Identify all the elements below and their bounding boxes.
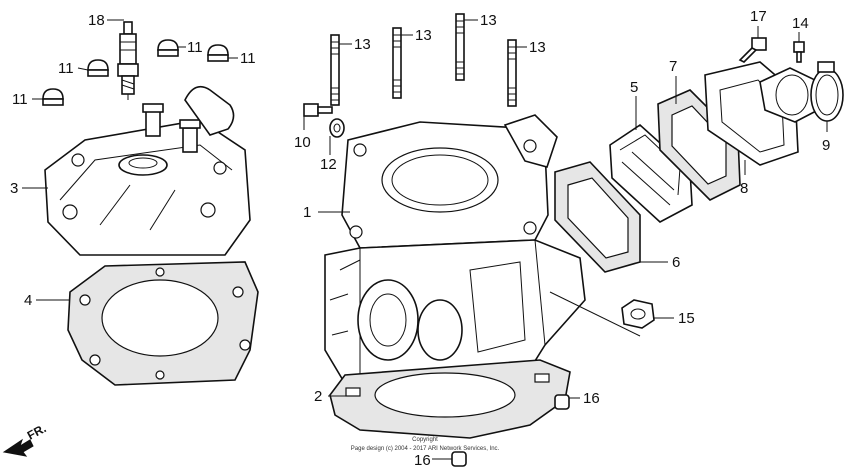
- cylinder: [324, 114, 586, 393]
- callout-18: 18: [88, 12, 105, 29]
- callout-1: 1: [303, 204, 311, 221]
- dowel-pin: [451, 451, 467, 467]
- callout-9: 9: [822, 137, 830, 154]
- callout-11: 11: [187, 39, 203, 56]
- callout-12: 12: [320, 156, 337, 173]
- callout-11: 11: [58, 60, 74, 77]
- stud: [507, 39, 517, 107]
- callout-17: 17: [750, 8, 767, 25]
- callout-11: 11: [240, 50, 256, 67]
- front-arrow-icon: [2, 438, 34, 457]
- callout-15: 15: [678, 310, 695, 327]
- nut-15: [621, 299, 655, 329]
- stud: [392, 27, 402, 99]
- callout-labels: 18 11 11 11 11 3 4 13 13 13 13 10 12 1 2…: [10, 8, 830, 469]
- stud: [455, 13, 465, 81]
- stud: [330, 34, 340, 106]
- callout-4: 4: [24, 292, 32, 309]
- intake-manifold: [704, 61, 819, 166]
- bolt: [303, 103, 333, 117]
- callout-13: 13: [480, 12, 497, 29]
- front-label: FR.: [25, 421, 49, 442]
- callout-13: 13: [529, 39, 546, 56]
- hose-clamp: [810, 61, 844, 122]
- cylinder-head: [44, 85, 251, 256]
- copyright-text: Page design (c) 2004 - 2017 ARI Network …: [351, 446, 500, 452]
- callout-10: 10: [294, 134, 311, 151]
- spark-plug: [117, 21, 139, 100]
- callout-11: 11: [12, 91, 28, 108]
- callout-13: 13: [415, 27, 432, 44]
- cap-nut: [157, 39, 179, 57]
- cap-nut: [87, 59, 109, 77]
- callout-7: 7: [669, 58, 677, 75]
- base-gasket: [329, 359, 571, 439]
- bolt-17: [738, 37, 767, 63]
- intake-gasket: [657, 89, 741, 201]
- callout-14: 14: [792, 15, 809, 32]
- washer: [329, 118, 345, 138]
- cap-nut: [42, 88, 64, 106]
- callout-2: 2: [314, 388, 322, 405]
- dowel-pin: [554, 394, 570, 410]
- leader-lines: [22, 19, 828, 460]
- callout-8: 8: [740, 180, 748, 197]
- callout-16: 16: [414, 452, 431, 469]
- callout-5: 5: [630, 79, 638, 96]
- front-marker: FR.: [2, 421, 49, 457]
- callout-6: 6: [672, 254, 680, 271]
- copyright-title: Copyright: [412, 437, 438, 443]
- callout-3: 3: [10, 180, 18, 197]
- callout-13: 13: [354, 36, 371, 53]
- callout-16: 16: [583, 390, 600, 407]
- screw-14: [793, 41, 805, 63]
- head-gasket: [67, 261, 259, 386]
- cap-nut: [207, 44, 229, 62]
